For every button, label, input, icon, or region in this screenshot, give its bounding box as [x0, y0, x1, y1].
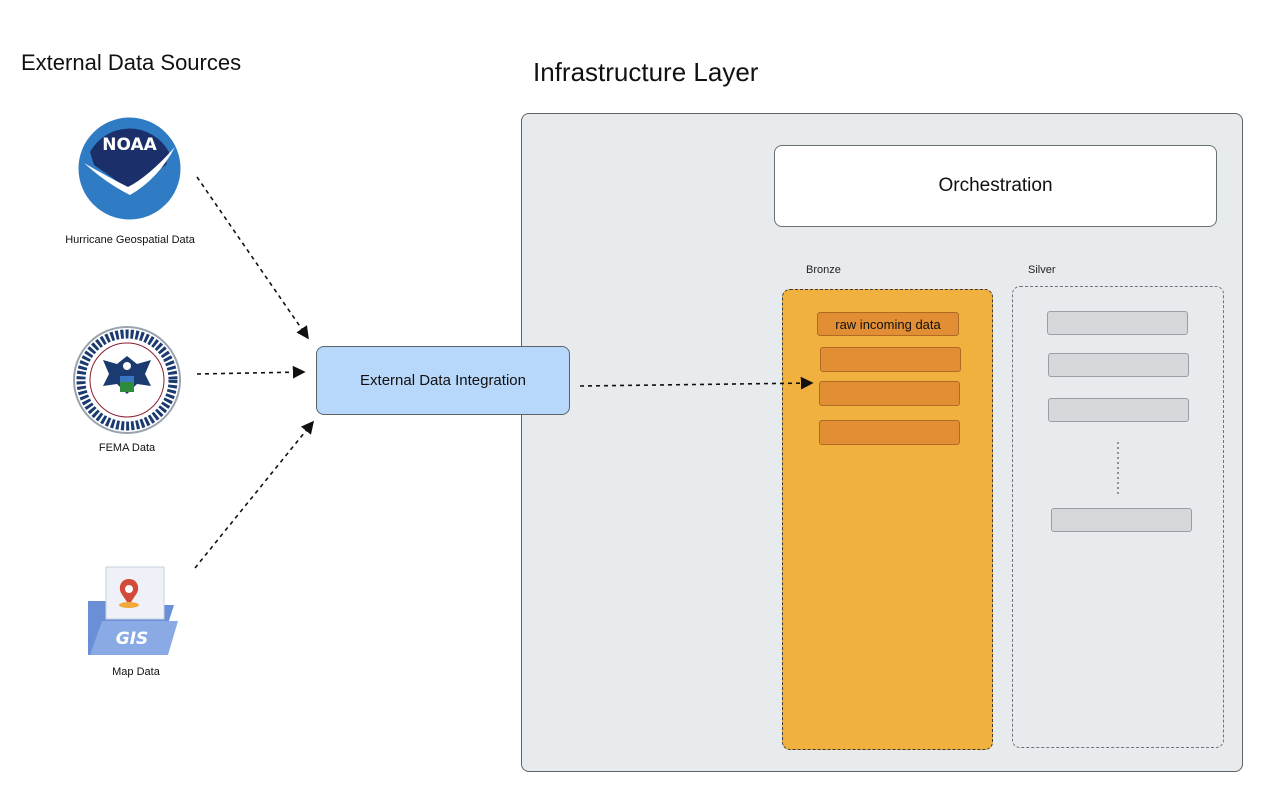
external-sources-title: External Data Sources: [21, 50, 242, 75]
orchestration-box[interactable]: Orchestration: [774, 145, 1217, 227]
arrow-fema-to-integration: [196, 365, 306, 379]
source-label-hurricane: Hurricane Geospatial Data: [65, 234, 195, 246]
bronze-item-label: raw incoming data: [835, 316, 941, 332]
source-label-map: Map Data: [112, 666, 160, 678]
source-label-fema: FEMA Data: [98, 442, 156, 454]
arrow-map-to-integration: [194, 420, 315, 569]
noaa-logo-text: NOAA: [102, 135, 157, 155]
bronze-item[interactable]: [819, 381, 960, 406]
infrastructure-title: Infrastructure Layer: [533, 57, 759, 87]
orchestration-label: Orchestration: [938, 175, 1053, 196]
bronze-lane-label: Bronze: [806, 264, 841, 276]
dhs-seal-icon: [73, 326, 181, 434]
noaa-logo-icon: NOAA: [78, 117, 181, 220]
silver-lane: [1012, 286, 1224, 748]
external-data-integration-box[interactable]: External Data Integration: [316, 346, 570, 415]
silver-item[interactable]: [1048, 353, 1189, 377]
silver-lane-label: Silver: [1028, 264, 1056, 276]
arrow-integration-to-bronze: [579, 376, 814, 390]
gis-folder-icon: GIS: [86, 565, 180, 659]
integration-label: External Data Integration: [360, 372, 526, 389]
silver-item[interactable]: [1048, 398, 1189, 422]
bronze-item[interactable]: [820, 347, 961, 372]
silver-item[interactable]: [1047, 311, 1188, 335]
silver-item[interactable]: [1051, 508, 1192, 532]
bronze-item-raw-incoming-data[interactable]: raw incoming data: [817, 312, 959, 336]
bronze-item[interactable]: [819, 420, 960, 445]
arrow-noaa-to-integration: [196, 176, 309, 340]
gis-logo-text: GIS: [116, 629, 149, 649]
